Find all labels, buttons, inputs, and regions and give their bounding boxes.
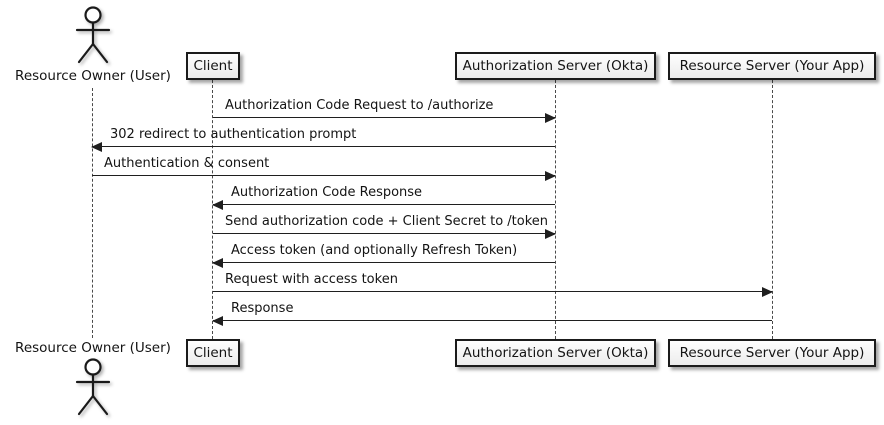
message-label: Response (231, 301, 294, 316)
participant-authorization-server-top: Authorization Server (Okta) (455, 52, 656, 80)
message-label: Access token (and optionally Refresh Tok… (231, 243, 518, 258)
message-line (213, 204, 555, 205)
message-label: Request with access token (225, 272, 398, 287)
actor-label-top: Resource Owner (User) (15, 68, 171, 84)
message-label: Authentication & consent (104, 156, 270, 171)
participant-resource-server-bottom: Resource Server (Your App) (668, 339, 876, 367)
message-label: Send authorization code + Client Secret … (225, 214, 549, 229)
arrowhead-left-icon (91, 142, 102, 152)
participant-authorization-server-bottom: Authorization Server (Okta) (455, 339, 656, 367)
message-response: Response (212, 301, 772, 326)
arrowhead-right-icon (762, 287, 773, 297)
message-authorization-code-request: Authorization Code Request to /authorize (213, 98, 556, 123)
message-line (213, 320, 772, 321)
message-302-redirect: 302 redirect to authentication prompt (91, 127, 555, 152)
arrowhead-left-icon (212, 200, 223, 210)
arrowhead-right-icon (545, 229, 556, 239)
lifeline-resource-server (772, 80, 773, 339)
participant-client-top: Client (186, 52, 240, 80)
message-label: 302 redirect to authentication prompt (110, 127, 357, 142)
message-authentication-consent: Authentication & consent (92, 156, 556, 181)
arrowhead-left-icon (212, 316, 223, 326)
message-line (92, 146, 555, 147)
message-access-token: Access token (and optionally Refresh Tok… (212, 243, 555, 268)
message-line (213, 262, 555, 263)
arrowhead-right-icon (545, 171, 556, 181)
arrowhead-right-icon (545, 113, 556, 123)
actor-stick-figure-icon (75, 358, 111, 416)
message-line (213, 117, 555, 118)
message-label: Authorization Code Response (231, 185, 423, 200)
actor-stick-figure-icon (75, 6, 111, 64)
participant-client-bottom: Client (186, 339, 240, 367)
participant-resource-server-top: Resource Server (Your App) (668, 52, 876, 80)
message-line (213, 233, 555, 234)
arrowhead-left-icon (212, 258, 223, 268)
message-line (213, 291, 772, 292)
actor-label-bottom: Resource Owner (User) (15, 340, 171, 356)
message-authorization-code-response: Authorization Code Response (212, 185, 555, 210)
message-line (92, 175, 555, 176)
message-request-with-access-token: Request with access token (213, 272, 773, 297)
message-label: Authorization Code Request to /authorize (225, 98, 494, 113)
lifeline-authorization-server (555, 80, 556, 339)
lifeline-resource-owner (92, 88, 93, 338)
message-send-code-client-secret: Send authorization code + Client Secret … (213, 214, 556, 239)
